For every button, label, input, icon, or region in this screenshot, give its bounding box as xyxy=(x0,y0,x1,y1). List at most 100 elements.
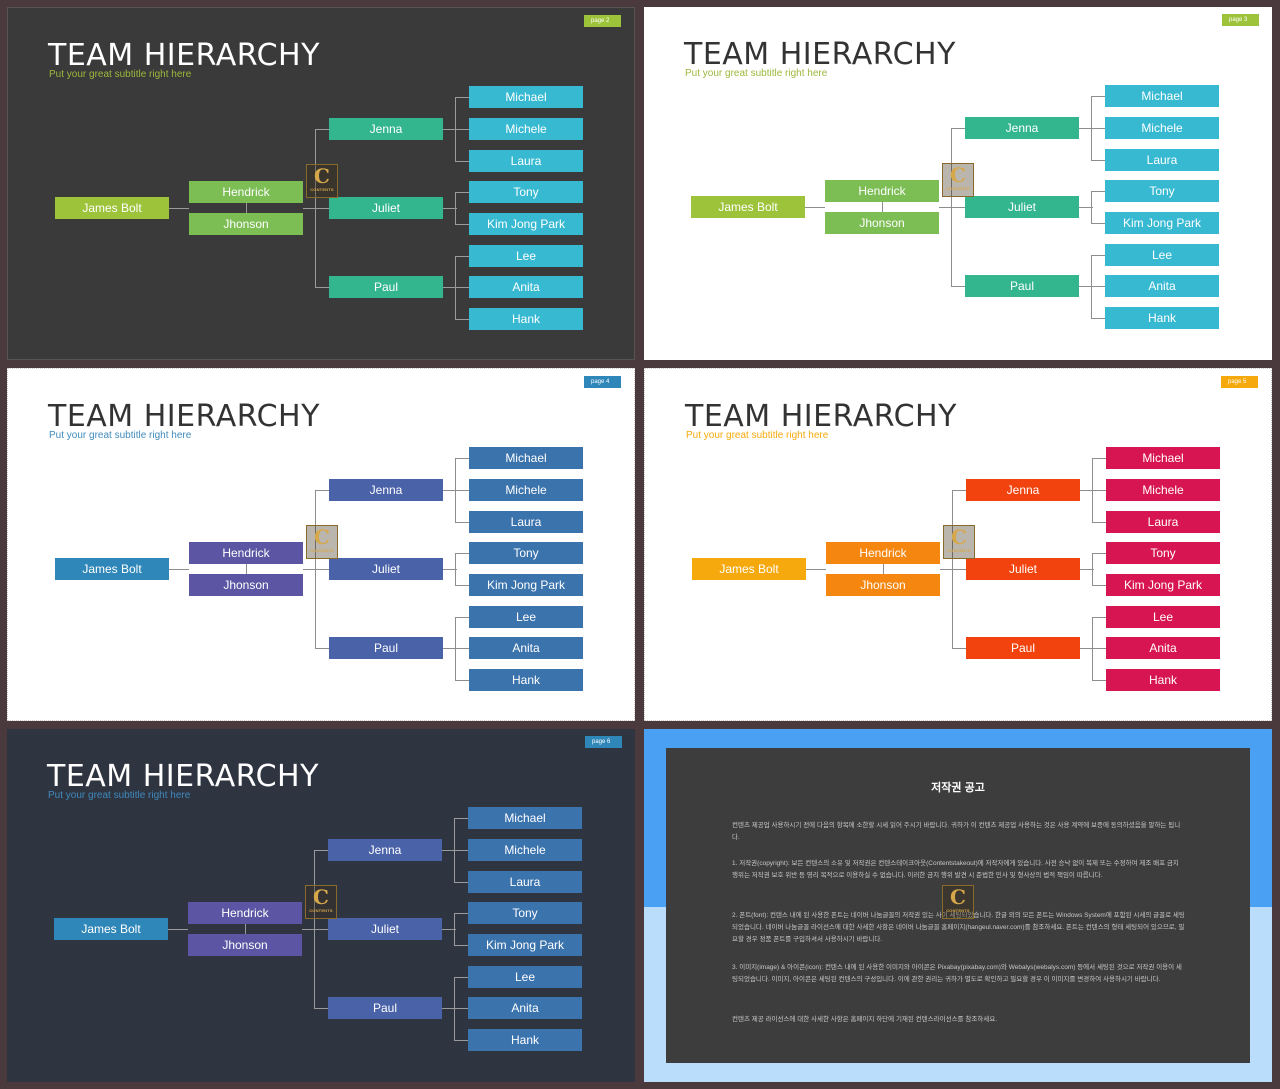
connector-line xyxy=(1080,569,1094,570)
connector-line xyxy=(1091,286,1105,287)
connector-line xyxy=(951,286,965,287)
node-lead: Paul xyxy=(966,637,1080,659)
node-manager: Hendrick xyxy=(188,902,302,924)
node-member: Laura xyxy=(1106,511,1220,533)
page-badge: page 6 xyxy=(585,736,622,748)
node-member: Kim Jong Park xyxy=(1105,212,1219,234)
connector-line xyxy=(454,818,468,819)
node-member: Hank xyxy=(469,308,583,330)
connector-line xyxy=(952,648,966,649)
node-member: Tony xyxy=(1106,542,1220,564)
slide-title: TEAM HIERARCHY xyxy=(684,37,956,72)
connector-line xyxy=(454,1040,468,1041)
connector-line xyxy=(314,1008,328,1009)
connector-line xyxy=(1091,255,1105,256)
node-member: Kim Jong Park xyxy=(469,574,583,596)
node-member: Lee xyxy=(469,245,583,267)
node-manager: Hendrick xyxy=(825,180,939,202)
node-lead: Paul xyxy=(329,637,443,659)
connector-line xyxy=(1091,223,1105,224)
connector-line xyxy=(443,648,457,649)
node-member: Michele xyxy=(469,479,583,501)
connector-line xyxy=(245,924,246,934)
page-badge: page 4 xyxy=(584,376,621,388)
connector-line xyxy=(314,850,328,851)
slide-title: TEAM HIERARCHY xyxy=(48,38,320,73)
connector-line xyxy=(939,207,951,208)
node-lead: Jenna xyxy=(966,479,1080,501)
connector-line xyxy=(1092,458,1106,459)
node-root: James Bolt xyxy=(692,558,806,580)
slide-title: TEAM HIERARCHY xyxy=(48,399,320,434)
node-member: Michele xyxy=(1106,479,1220,501)
node-lead: Paul xyxy=(965,275,1079,297)
connector-line xyxy=(1080,648,1094,649)
connector-line xyxy=(455,617,469,618)
connector-line xyxy=(443,287,457,288)
connector-line xyxy=(1091,318,1105,319)
connector-line xyxy=(315,129,329,130)
slide-title: TEAM HIERARCHY xyxy=(47,759,319,794)
node-member: Hank xyxy=(468,1029,582,1051)
connector-line xyxy=(1092,617,1106,618)
connector-line xyxy=(302,929,314,930)
connector-line xyxy=(882,202,883,212)
connector-line xyxy=(1079,128,1093,129)
connector-line xyxy=(442,850,456,851)
node-manager: Jhonson xyxy=(189,574,303,596)
node-member: Kim Jong Park xyxy=(469,213,583,235)
node-lead: Juliet xyxy=(965,196,1079,218)
connector-line xyxy=(455,553,469,554)
node-manager: Jhonson xyxy=(188,934,302,956)
slide-subtitle: Put your great subtitle right here xyxy=(49,430,192,441)
node-lead: Jenna xyxy=(329,118,443,140)
connector-line xyxy=(805,207,825,208)
node-member: Michele xyxy=(469,118,583,140)
node-member: Laura xyxy=(1105,149,1219,171)
node-manager: Hendrick xyxy=(826,542,940,564)
connector-line xyxy=(1091,160,1105,161)
notice-paragraph: 1. 저작권(copyright): 보든 컨텐스의 소유 및 저작권은 컨텐스… xyxy=(732,860,1179,879)
connector-line xyxy=(455,256,469,257)
connector-line xyxy=(443,208,457,209)
connector-line xyxy=(1092,585,1106,586)
connector-line xyxy=(455,319,469,320)
connector-line xyxy=(455,680,469,681)
connector-line xyxy=(454,913,455,945)
connector-line xyxy=(454,977,468,978)
connector-line xyxy=(455,585,469,586)
node-member: Anita xyxy=(469,637,583,659)
node-lead: Juliet xyxy=(329,558,443,580)
connector-line xyxy=(246,203,247,213)
connector-line xyxy=(1091,191,1105,192)
connector-line xyxy=(442,929,456,930)
node-member: Laura xyxy=(469,150,583,172)
node-lead: Paul xyxy=(328,997,442,1019)
connector-line xyxy=(315,490,329,491)
page-badge: page 2 xyxy=(584,15,621,27)
connector-line xyxy=(455,97,469,98)
node-member: Anita xyxy=(1106,637,1220,659)
connector-line xyxy=(303,208,315,209)
slide-subtitle: Put your great subtitle right here xyxy=(686,430,829,441)
slide-subtitle: Put your great subtitle right here xyxy=(685,68,828,79)
node-member: Tony xyxy=(469,542,583,564)
connector-line xyxy=(1091,96,1105,97)
node-member: Michele xyxy=(1105,117,1219,139)
connector-line xyxy=(951,128,965,129)
connector-line xyxy=(1092,522,1106,523)
node-member: Lee xyxy=(468,966,582,988)
connector-line xyxy=(442,1008,456,1009)
connector-line xyxy=(1092,680,1106,681)
connector-line xyxy=(1080,490,1094,491)
connector-line xyxy=(315,648,329,649)
connector-line xyxy=(455,458,469,459)
connector-line xyxy=(454,913,468,914)
